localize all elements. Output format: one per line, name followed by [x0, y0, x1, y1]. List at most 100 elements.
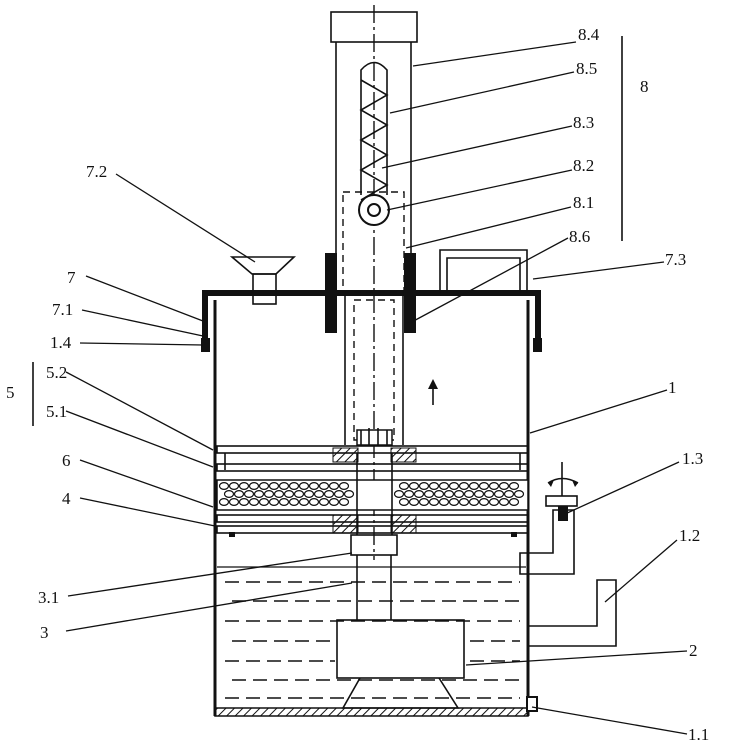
bead	[273, 490, 285, 499]
label-2: 2	[689, 641, 698, 660]
bead	[263, 490, 275, 499]
bead	[408, 482, 420, 491]
bead	[343, 490, 355, 499]
filter-stack	[216, 445, 529, 537]
label-1: 1	[668, 378, 677, 397]
bead	[458, 498, 470, 507]
bead	[413, 490, 425, 499]
label-3-1: 3.1	[38, 588, 59, 607]
bead	[328, 498, 340, 507]
bead	[398, 498, 410, 507]
center-shaft	[332, 428, 417, 620]
bead	[313, 490, 325, 499]
bead	[483, 490, 495, 499]
label-1-2: 1.2	[679, 526, 700, 545]
bead	[228, 482, 240, 491]
lid	[201, 290, 542, 352]
bead	[293, 490, 305, 499]
bead	[218, 482, 230, 491]
bead	[248, 498, 260, 507]
label-7-2: 7.2	[86, 162, 107, 181]
label-8: 8	[640, 77, 649, 96]
leader-lines	[65, 41, 688, 735]
bead	[228, 498, 240, 507]
bead	[488, 498, 500, 507]
bead	[288, 482, 300, 491]
pump-motor	[336, 619, 465, 709]
label-8-2: 8.2	[573, 156, 594, 175]
bead	[323, 490, 335, 499]
bead	[278, 498, 290, 507]
bead	[393, 490, 405, 499]
collar-blocks	[325, 253, 416, 333]
bead	[463, 490, 475, 499]
drive-housing	[342, 191, 405, 293]
label-5-2: 5.2	[46, 363, 67, 382]
bead	[268, 498, 280, 507]
bead	[223, 490, 235, 499]
bead	[298, 482, 310, 491]
bead	[283, 490, 295, 499]
bead	[468, 482, 480, 491]
bead	[308, 498, 320, 507]
label-8-4: 8.4	[578, 25, 600, 44]
feed-funnel	[229, 256, 297, 305]
granular-media	[218, 482, 525, 507]
column-tube	[330, 5, 418, 560]
bead	[258, 482, 270, 491]
label-1-3: 1.3	[682, 449, 703, 468]
bead	[398, 482, 410, 491]
bead	[238, 498, 250, 507]
bead	[238, 482, 250, 491]
bead	[453, 490, 465, 499]
riser-tube	[344, 293, 404, 445]
bead	[423, 490, 435, 499]
drain-valve	[526, 696, 538, 712]
bead	[498, 498, 510, 507]
bead	[428, 482, 440, 491]
bead	[248, 482, 260, 491]
bead	[458, 482, 470, 491]
label-8-5: 8.5	[576, 59, 597, 78]
label-8-3: 8.3	[573, 113, 594, 132]
bead	[478, 482, 490, 491]
bead	[333, 490, 345, 499]
bead	[258, 498, 270, 507]
up-arrow-icon	[428, 379, 438, 405]
bead	[308, 482, 320, 491]
label-1-4: 1.4	[50, 333, 72, 352]
label-8-6: 8.6	[569, 227, 590, 246]
bead	[418, 482, 430, 491]
bead	[508, 498, 520, 507]
pulley	[358, 194, 390, 226]
bead	[428, 498, 440, 507]
bead	[488, 482, 500, 491]
bead	[268, 482, 280, 491]
liquid-level	[217, 566, 526, 699]
bead	[513, 490, 525, 499]
labels: 8.4 8.5 8 8.3 8.2 8.1 8.6 7.2 7 7.1 7.3 …	[6, 25, 709, 744]
rotation-arrow-icon	[547, 477, 579, 487]
bead	[493, 490, 505, 499]
bead	[418, 498, 430, 507]
bead	[468, 498, 480, 507]
label-8-1: 8.1	[573, 193, 594, 212]
label-7-1: 7.1	[52, 300, 73, 319]
bead	[448, 482, 460, 491]
bead	[253, 490, 265, 499]
bead	[218, 498, 230, 507]
bead	[318, 498, 330, 507]
bead	[243, 490, 255, 499]
screw-conveyor	[359, 61, 389, 201]
bead	[288, 498, 300, 507]
bead	[298, 498, 310, 507]
bead	[403, 490, 415, 499]
bead	[503, 490, 515, 499]
bead	[443, 490, 455, 499]
bead	[438, 498, 450, 507]
bead	[338, 498, 350, 507]
bead	[408, 498, 420, 507]
bead	[473, 490, 485, 499]
